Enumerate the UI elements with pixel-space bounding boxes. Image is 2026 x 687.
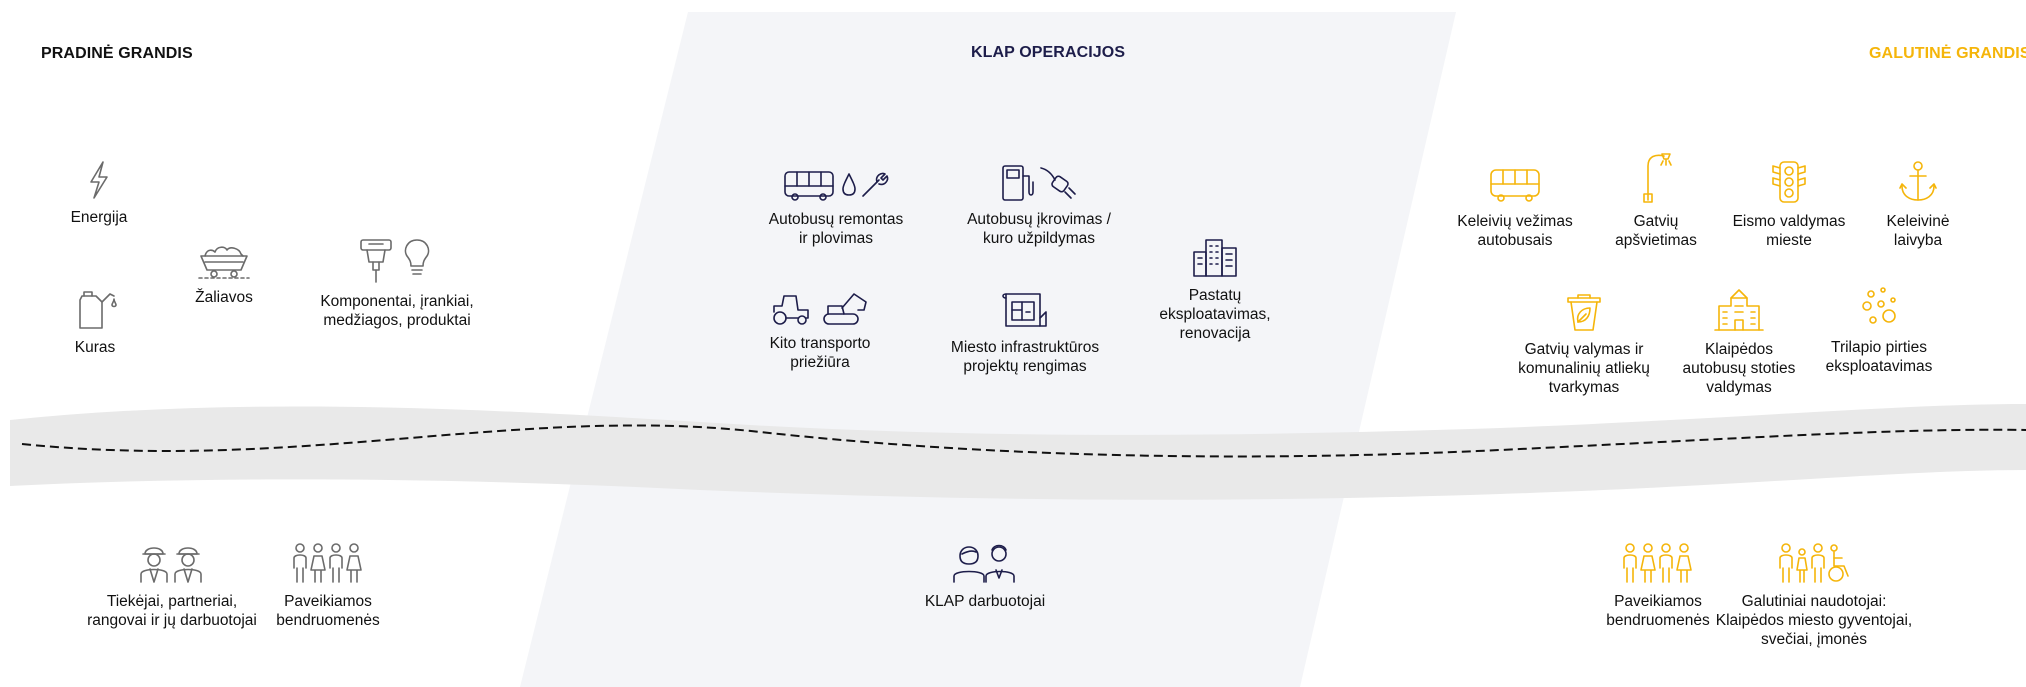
stakeholder-end-users: Galutiniai naudotojai: Klaipėdos miesto …: [1704, 538, 1924, 649]
upstream-raw-materials: Žaliavos: [114, 238, 334, 307]
communities-right-label: Paveikiamos bendruomenės: [1606, 593, 1710, 629]
lighting-label: Gatvių apšvietimas: [1615, 213, 1697, 249]
down-lighting: Gatvių apšvietimas: [1546, 150, 1766, 250]
down-station: Klaipėdos autobusų stoties valdymas: [1629, 286, 1849, 397]
blueprint-icon: [1002, 293, 1047, 327]
bus-icon: [1490, 169, 1540, 202]
stakeholder-communities-left: Paveikiamos bendruomenės: [218, 538, 438, 630]
upstream-components: Komponentai, įrankiai, medžiagos, produk…: [287, 234, 507, 330]
down-shipping: Keleivinė laivyba: [1808, 158, 2026, 250]
ops-bus-charging: Autobusų įkrovimas / kuro užpildymas: [929, 160, 1149, 248]
buildings-icon: [1193, 239, 1237, 277]
bus-repair-label: Autobusų remontas ir plovimas: [768, 211, 904, 247]
stakeholder-employees: KLAP darbuotojai: [875, 538, 1095, 611]
bubbles-icon: [1862, 287, 1896, 324]
ops-bus-repair: Autobusų remontas ir plovimas: [726, 164, 946, 248]
end-users-wheelchair-icon: [1779, 543, 1849, 583]
stakeholder-communities-right: Paveikiamos bendruomenės: [1548, 538, 1768, 630]
upstream-heading: PRADINĖ GRANDIS: [41, 45, 193, 62]
station-building-icon: [1714, 289, 1764, 331]
fuel-pump-plug-icon: [1002, 165, 1076, 201]
suppliers-label: Tiekėjai, partneriai, rangovai ir jų dar…: [87, 593, 257, 629]
other-transport-label: Kito transporto priežiūra: [769, 335, 871, 371]
cleaning-label: Gatvių valymas ir komunalinių atliekų tv…: [1518, 341, 1650, 396]
upstream-energy: Energija: [0, 158, 209, 227]
traffic-label: Eismo valdymas mieste: [1732, 213, 1846, 249]
operations-heading: KLAP OPERACIJOS: [971, 44, 1126, 61]
employees-label: KLAP darbuotojai: [924, 593, 1046, 610]
ops-other-transport: Kito transporto priežiūra: [710, 288, 930, 372]
bus-drop-wrench-icon: [784, 171, 889, 201]
bus-charging-label: Autobusų įkrovimas / kuro užpildymas: [967, 211, 1111, 247]
value-chain-dashed-line: [21, 424, 2026, 458]
trilapis-label: Trilapio pirties eksploatavimas: [1825, 339, 1933, 375]
ops-buildings: Pastatų eksploatavimas, renovacija: [1105, 236, 1325, 343]
fuel-canister-icon: [79, 291, 117, 329]
passenger-label: Keleivių vežimas autobusais: [1457, 213, 1573, 249]
components-label: Komponentai, įrankiai, medžiagos, produk…: [320, 293, 474, 329]
down-passenger: Keleivių vežimas autobusais: [1405, 162, 1625, 250]
energy-label: Energija: [70, 209, 128, 226]
downstream-heading: GALUTINĖ GRANDIS: [1869, 45, 2026, 62]
mine-cart-icon: [198, 246, 250, 279]
tractor-excavator-icon: [773, 293, 867, 325]
employees-icon: [953, 544, 1015, 583]
end-users-label: Galutiniai naudotojai: Klaipėdos miesto …: [1715, 593, 1913, 648]
down-trilapis: Trilapio pirties eksploatavimas: [1769, 284, 1989, 376]
lightning-icon: [90, 161, 108, 199]
upstream-fuel: Kuras: [0, 288, 205, 357]
infrastructure-label: Miesto infrastruktūros projektų rengimas: [950, 339, 1100, 375]
down-traffic: Eismo valdymas mieste: [1679, 158, 1899, 250]
drill-lightbulb-icon: [360, 239, 430, 283]
fuel-label: Kuras: [74, 339, 116, 356]
down-cleaning: Gatvių valymas ir komunalinių atliekų tv…: [1474, 290, 1694, 397]
raw-materials-label: Žaliavos: [195, 289, 253, 306]
buildings-label: Pastatų eksploatavimas, renovacija: [1159, 287, 1271, 342]
stakeholder-suppliers: Tiekėjai, partneriai, rangovai ir jų dar…: [62, 538, 282, 630]
street-lamp-icon: [1643, 153, 1672, 203]
operations-band: [520, 12, 1456, 687]
shipping-label: Keleivinė laivyba: [1886, 213, 1950, 249]
ops-infrastructure: Miesto infrastruktūros projektų rengimas: [915, 288, 1135, 376]
waste-bin-leaf-icon: [1567, 294, 1601, 331]
workers-helmets-icon: [140, 547, 202, 583]
community-people-icon: [293, 543, 362, 583]
station-label: Klaipėdos autobusų stoties valdymas: [1682, 341, 1796, 396]
community-people-icon: [1623, 543, 1692, 583]
communities-left-label: Paveikiamos bendruomenės: [276, 593, 380, 629]
anchor-icon: [1899, 161, 1937, 201]
traffic-light-icon: [1772, 161, 1806, 203]
